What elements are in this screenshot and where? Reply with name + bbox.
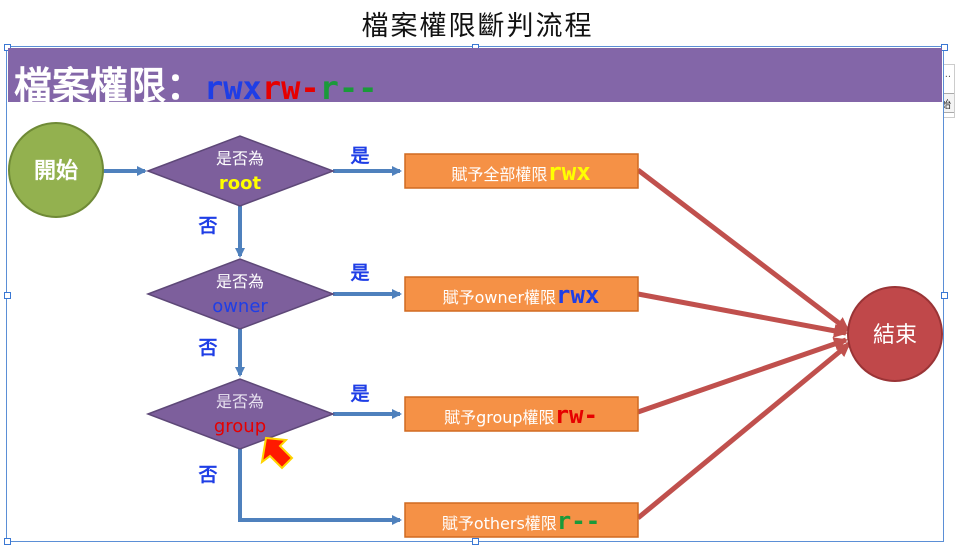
result-text: 賦予group權限 — [444, 408, 554, 427]
yes-label: 是 — [350, 145, 369, 167]
no-label: 否 — [197, 215, 217, 237]
result-perm: rwx — [556, 281, 599, 309]
result-perm: rw- — [555, 401, 598, 429]
decision-question: 是否為 — [216, 149, 264, 168]
result-box-group — [404, 396, 639, 432]
arrow-others-to-end — [636, 342, 851, 520]
result-perm: r-- — [557, 507, 600, 535]
decision-group — [145, 378, 336, 450]
end-node — [847, 286, 943, 382]
decision-subject: group — [214, 416, 266, 437]
decision-subject: root — [219, 173, 262, 194]
resize-handle[interactable] — [4, 292, 11, 299]
yes-label: 是 — [350, 262, 369, 284]
result-box-owner — [404, 276, 639, 312]
decision-question: 是否為 — [216, 392, 264, 411]
no-label: 否 — [197, 464, 217, 486]
result-others: 賦予others權限r-- — [442, 507, 600, 535]
window-title: 檔案權限斷判流程 — [361, 11, 594, 42]
resize-handle[interactable] — [941, 44, 948, 51]
arrow-group-to-end — [637, 337, 848, 415]
start-label: 開始 — [34, 158, 78, 184]
result-text: 賦予全部權限 — [451, 165, 547, 184]
arrow-owner-to-end — [637, 291, 848, 338]
result-text: 賦予others權限 — [442, 514, 557, 533]
perm-other: r-- — [319, 69, 378, 107]
result-root: 賦予全部權限rwx — [451, 158, 590, 186]
banner-title-text: 檔案權限： — [14, 64, 205, 108]
start-node — [8, 122, 104, 218]
result-perm: rwx — [547, 158, 590, 186]
pointer-cursor-icon — [260, 436, 294, 470]
result-box-root — [404, 153, 639, 189]
resize-handle[interactable] — [4, 44, 11, 51]
arrow-rwx-to-end — [636, 168, 850, 332]
decision-subject: owner — [212, 296, 268, 317]
banner — [8, 48, 942, 102]
yes-label: 是 — [350, 383, 369, 405]
perm-user: rwx — [204, 69, 262, 107]
end-label: 結束 — [873, 323, 917, 348]
result-group: 賦予group權限rw- — [444, 401, 598, 429]
resize-handle[interactable] — [941, 292, 948, 299]
no-label: 否 — [197, 337, 217, 359]
decision-owner — [145, 258, 336, 330]
perm-group: rw- — [261, 69, 320, 107]
banner-title: 檔案權限：rwxrw-r-- — [14, 55, 377, 110]
result-text: 賦予owner權限 — [443, 288, 556, 307]
result-box-others — [404, 502, 639, 538]
decision-question: 是否為 — [216, 272, 264, 291]
result-owner: 賦予owner權限rwx — [443, 281, 600, 309]
decision-root — [145, 135, 336, 207]
arrow-group-no — [238, 448, 402, 525]
